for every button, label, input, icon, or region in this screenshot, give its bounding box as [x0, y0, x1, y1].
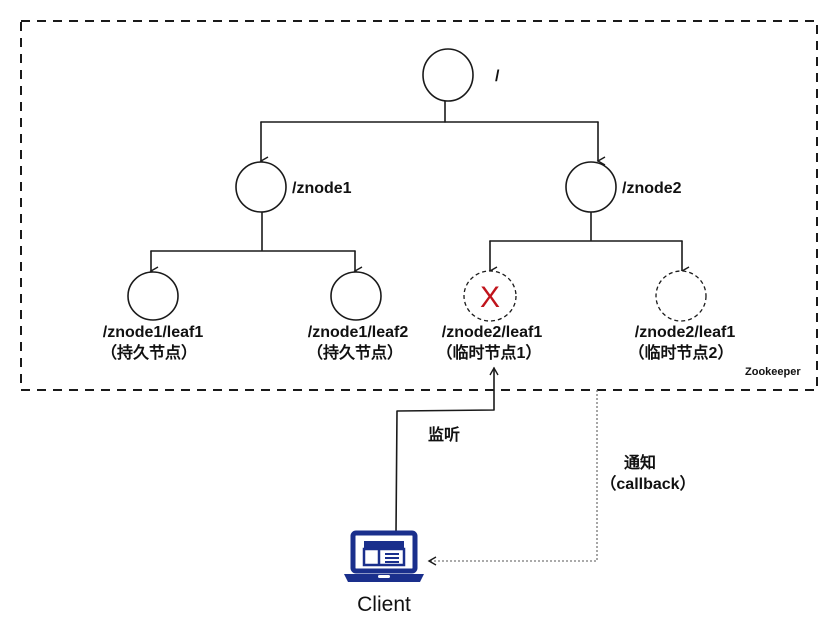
client-label: Client — [357, 593, 411, 616]
node-label: / — [495, 68, 500, 85]
node-sub-label: （临时节点1） — [437, 343, 542, 362]
notify-arrow — [430, 390, 598, 562]
node-circle-dashed[interactable] — [463, 270, 517, 322]
deleted-x-icon: X — [480, 281, 500, 314]
node-znode1[interactable]: /znode1 — [235, 161, 352, 213]
notify-label-line1: 通知 — [624, 453, 656, 472]
text-line — [385, 557, 399, 559]
watch-arrow — [395, 366, 499, 534]
watch-connector: 监听 — [395, 366, 499, 534]
window-body — [362, 547, 406, 567]
node-root[interactable]: / — [422, 48, 500, 102]
laptop-screen — [350, 530, 418, 574]
node-circle-dashed[interactable] — [655, 270, 707, 322]
node-znode2-leaf1-ephemeral-2[interactable]: /znode2/leaf1 （临时节点2） — [629, 270, 736, 362]
zookeeper-frame — [20, 20, 818, 391]
node-label: /znode2/leaf1 — [442, 324, 543, 341]
node-label: /znode1 — [292, 180, 352, 197]
text-line — [385, 561, 399, 563]
node-sub-label: （临时节点2） — [629, 343, 734, 362]
node-circle[interactable] — [127, 271, 179, 321]
laptop-touchpad — [378, 575, 390, 578]
laptop-icon[interactable] — [344, 530, 424, 582]
node-label: /znode1/leaf1 — [103, 324, 204, 341]
notify-label-line2: （callback） — [600, 475, 695, 493]
node-circle[interactable] — [565, 161, 617, 213]
window-titlebar — [364, 541, 404, 549]
node-znode1-leaf2[interactable]: /znode1/leaf2 （持久节点） — [307, 271, 409, 362]
zookeeper-label: Zookeeper — [745, 366, 801, 378]
node-circle[interactable] — [422, 48, 474, 102]
text-line — [385, 553, 399, 555]
node-znode1-leaf1[interactable]: /znode1/leaf1 （持久节点） — [101, 271, 204, 362]
watch-label: 监听 — [428, 425, 460, 444]
node-znode2-leaf1-ephemeral-1[interactable]: X /znode2/leaf1 （临时节点1） — [437, 270, 543, 362]
node-circle[interactable] — [330, 271, 382, 321]
node-sub-label: （持久节点） — [307, 343, 403, 362]
node-label: /znode1/leaf2 — [308, 324, 409, 341]
node-sub-label: （持久节点） — [101, 343, 197, 362]
notify-connector: 通知 （callback） — [427, 390, 696, 566]
node-label: /znode2/leaf1 — [635, 324, 736, 341]
node-znode2[interactable]: /znode2 — [565, 161, 682, 213]
node-circle[interactable] — [235, 161, 287, 213]
edges — [149, 89, 690, 276]
node-label: /znode2 — [622, 180, 682, 197]
notify-arrowhead-icon — [427, 556, 437, 566]
